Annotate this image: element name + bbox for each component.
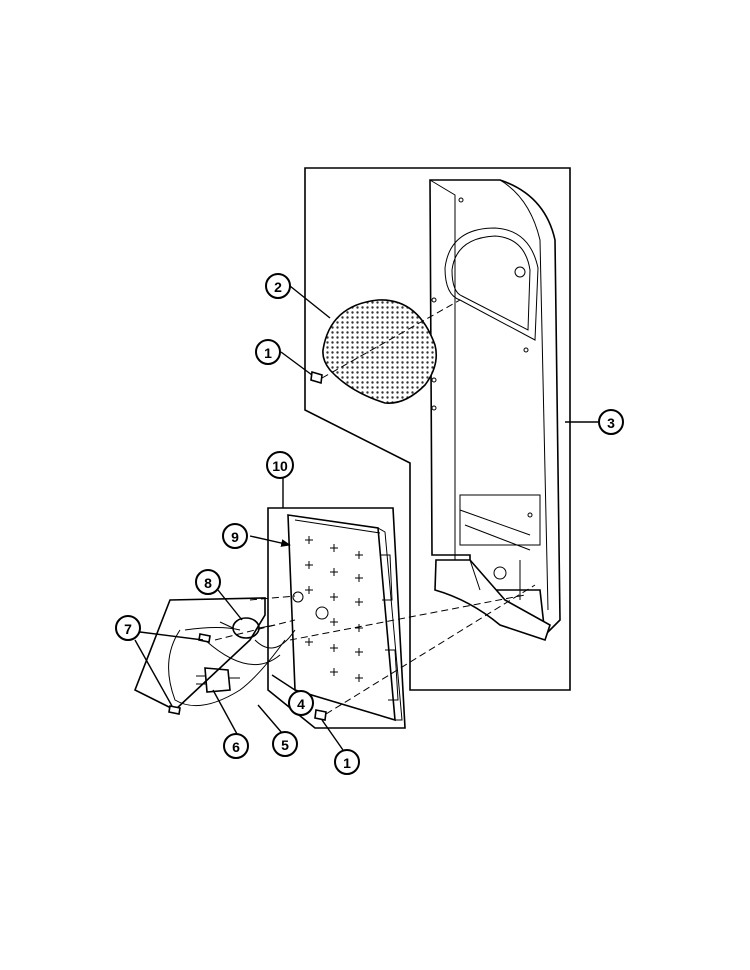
heater-group-frame [267,507,406,729]
screw-upper [310,370,323,385]
svg-text:1: 1 [264,345,272,361]
callout-6: 6 [223,733,249,759]
callout-9: 9 [222,523,248,549]
svg-text:6: 6 [232,739,240,755]
screws-7 [168,633,211,715]
callout-10: 10 [266,451,294,479]
callout-8: 8 [195,569,221,595]
svg-text:7: 7 [124,621,132,637]
callout-2: 2 [265,273,291,299]
svg-text:9: 9 [231,529,239,545]
screw-lower [314,709,327,721]
callout-5: 5 [272,731,298,757]
callout-3: 3 [598,409,624,435]
heater-panel [287,514,403,722]
svg-text:3: 3 [607,415,615,431]
svg-text:4: 4 [297,696,305,712]
wire-harness [133,597,296,711]
callout-1-lower: 1 [334,749,360,775]
callout-1-upper: 1 [255,339,281,365]
svg-text:8: 8 [204,575,212,591]
svg-text:2: 2 [274,279,282,295]
svg-text:10: 10 [272,458,288,474]
callout-7: 7 [115,615,141,641]
rear-panel [429,179,561,642]
callout-4: 4 [288,690,314,716]
svg-text:5: 5 [281,737,289,753]
svg-text:1: 1 [343,755,351,771]
hi-limit-switch [196,667,240,693]
lint-screen [322,299,438,404]
upper-group-frame [304,167,571,691]
panel-vents [305,536,363,682]
